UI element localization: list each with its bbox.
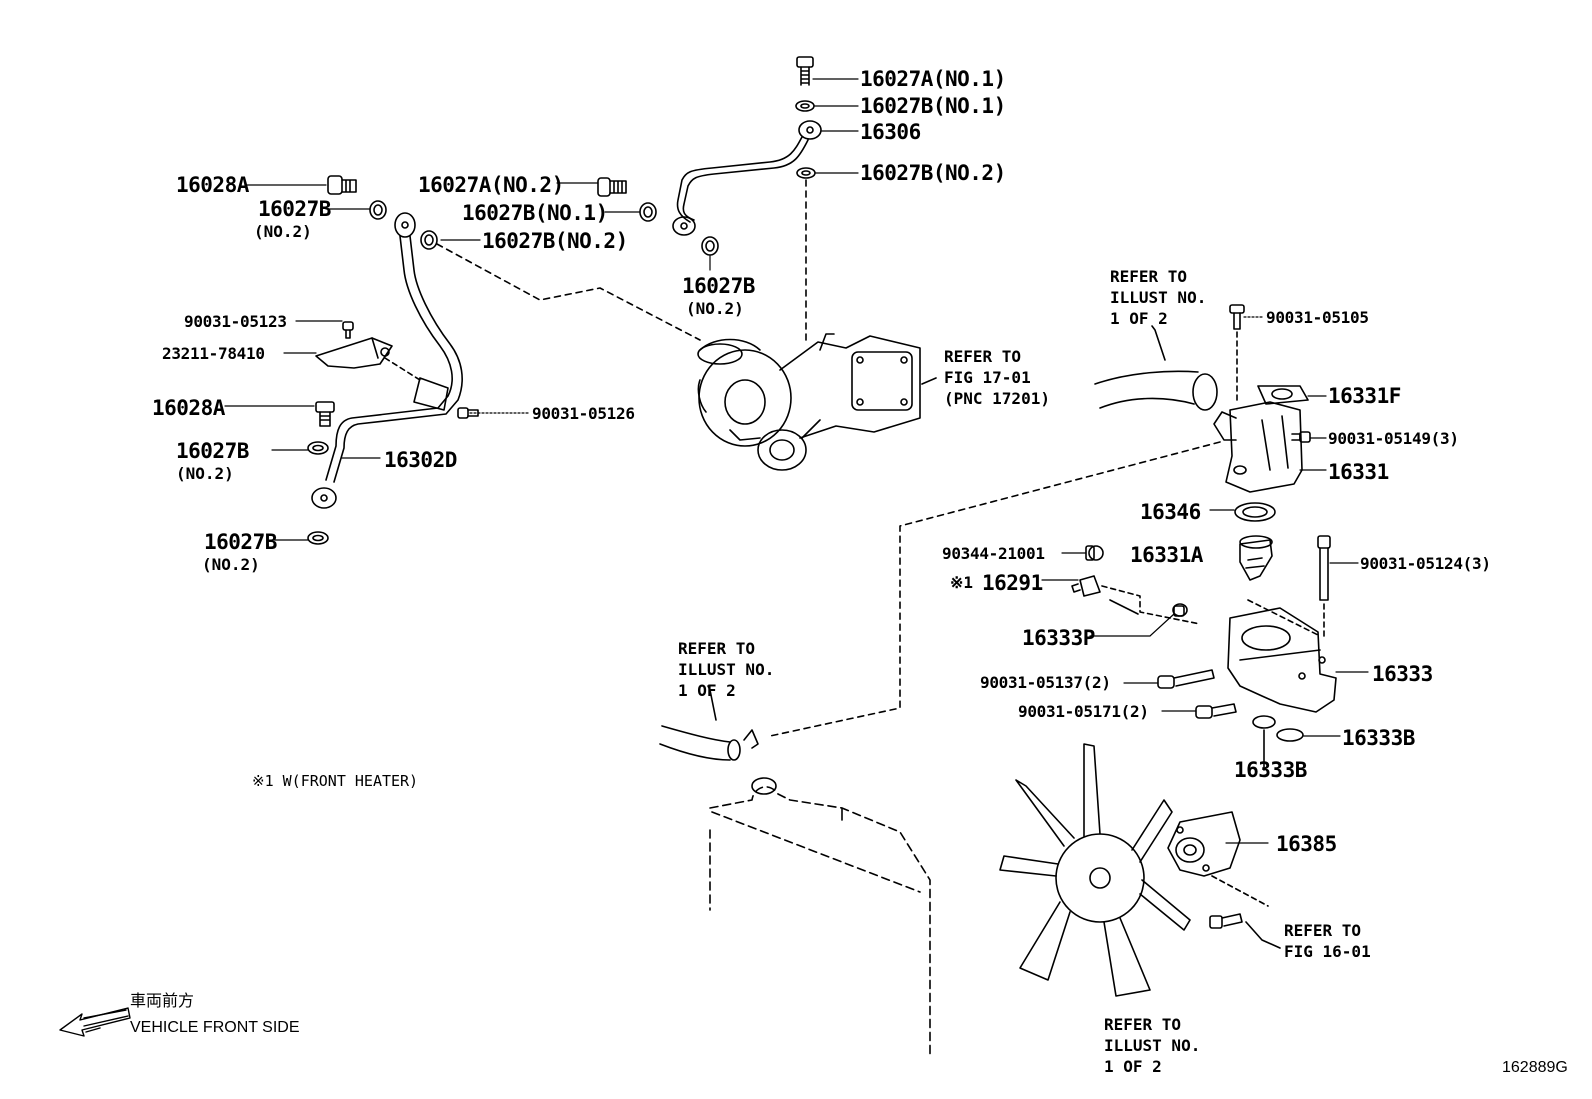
ref-fan-bottom: REFER TO ILLUST NO. 1 OF 2 (1104, 1015, 1201, 1076)
label-90031-05105: 90031-05105 (1266, 308, 1369, 327)
bolt-05149-icon (1291, 431, 1311, 443)
label-16291: 16291 (982, 571, 1043, 595)
label-90031-05137: 90031-05137(2) (980, 673, 1111, 692)
left-banjo-bolt-icon (327, 175, 357, 195)
label-16027B-no1-mid: 16027B(NO.1) (462, 201, 608, 225)
label-16027B-a: 16027B (258, 197, 331, 221)
union-bolt-icon (315, 401, 335, 427)
plug-90344-icon (1085, 545, 1104, 561)
clamp-bolt-icon (342, 321, 354, 339)
long-bolt-05124-icon (1317, 535, 1331, 601)
label-16331A: 16331A (1130, 543, 1203, 567)
direction-label-jp: 車両前方 (130, 993, 195, 1010)
bolt-05137-icon (1157, 669, 1215, 689)
label-16027B-c: 16027B (176, 439, 249, 463)
label-16306: 16306 (860, 120, 921, 144)
radiator-icon (709, 777, 931, 1059)
label-23211-78410: 23211-78410 (162, 344, 265, 363)
label-16333B-right: 16333B (1342, 726, 1415, 750)
oil-pipe-16306-icon (672, 120, 822, 236)
water-hose-icon (1094, 370, 1218, 411)
label-16027B-b: 16027B (682, 274, 755, 298)
o-ring-right-icon (1276, 728, 1304, 742)
label-16333P: 16333P (1022, 626, 1095, 650)
ref-fig-16-01: REFER TO FIG 16-01 (1284, 921, 1371, 961)
turbocharger-icon (697, 333, 921, 471)
label-16333: 16333 (1372, 662, 1433, 686)
label-90031-05126: 90031-05126 (532, 404, 635, 423)
label-mark1: ※1 (950, 573, 974, 592)
label-16028A-mid: 16028A (152, 396, 225, 420)
drain-cock-16291-icon (1071, 575, 1101, 597)
label-16346: 16346 (1140, 500, 1201, 524)
gasket-16331F-icon (1257, 385, 1309, 405)
label-no2-d: (NO.2) (202, 555, 260, 574)
label-no2-a: (NO.2) (254, 222, 312, 241)
top-banjo-bolt-icon (796, 56, 814, 86)
water-outlet-16331-icon (1213, 401, 1303, 493)
oil-pipe-16302D-icon (311, 212, 463, 509)
label-90031-05149: 90031-05149(3) (1328, 429, 1459, 448)
thermostat-16331A-icon (1239, 535, 1273, 581)
label-no2-c: (NO.2) (176, 464, 234, 483)
footnote-front-heater: ※1 W(FRONT HEATER) (252, 772, 419, 790)
front-direction-arrow-icon (59, 1007, 131, 1037)
bolt-05171-icon (1195, 703, 1237, 719)
cooling-fan-icon (999, 743, 1191, 997)
housing-bolt-05105-icon (1229, 304, 1245, 330)
mid-banjo-bolt-icon (597, 177, 627, 197)
label-90031-05124: 90031-05124(3) (1360, 554, 1491, 573)
gasket-16346-icon (1234, 502, 1276, 522)
label-16331: 16331 (1328, 460, 1389, 484)
radiator-hose-icon (659, 725, 759, 761)
label-16027B-no2-right: 16027B(NO.2) (860, 161, 1006, 185)
direction-label-en: VEHICLE FRONT SIDE (130, 1019, 300, 1036)
label-16027A-no1-top: 16027A(NO.1) (860, 67, 1006, 91)
ref-hose-top: REFER TO ILLUST NO. 1 OF 2 (1110, 267, 1207, 328)
pulley-bolt-icon (1209, 913, 1243, 929)
pipe-clamp-icon (315, 337, 449, 411)
label-16028A-top: 16028A (176, 173, 249, 197)
label-16331F: 16331F (1328, 384, 1401, 408)
label-16385: 16385 (1276, 832, 1337, 856)
label-no2-b: (NO.2) (686, 299, 744, 318)
label-90031-05171: 90031-05171(2) (1018, 702, 1149, 721)
ref-turbocharger: REFER TO FIG 17-01 (PNC 17201) (944, 347, 1050, 408)
water-inlet-16333-icon (1227, 607, 1337, 713)
o-ring-bottom-icon (1252, 715, 1276, 729)
label-16333B-bottom: 16333B (1234, 758, 1307, 782)
label-16027B-no1-top: 16027B(NO.1) (860, 94, 1006, 118)
label-16027B-no2-mid: 16027B(NO.2) (482, 229, 628, 253)
fan-pulley-16385-icon (1167, 811, 1241, 877)
label-90344-21001: 90344-21001 (942, 544, 1045, 563)
label-16302D: 16302D (384, 448, 457, 472)
label-90031-05123: 90031-05123 (184, 312, 287, 331)
leader-lines (224, 78, 1369, 844)
label-16027A-no2: 16027A(NO.2) (418, 173, 564, 197)
ref-hose-left: REFER TO ILLUST NO. 1 OF 2 (678, 639, 775, 700)
illustration-code: 162889G (1502, 1059, 1568, 1076)
plug-16333P-icon (1172, 603, 1188, 617)
lower-washer-no2-icon (796, 167, 816, 179)
label-16027B-d: 16027B (204, 530, 277, 554)
top-washer-no1-icon (795, 100, 815, 112)
